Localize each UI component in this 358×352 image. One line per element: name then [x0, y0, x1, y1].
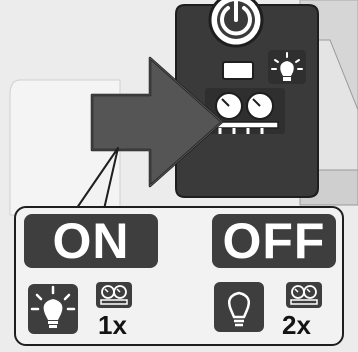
lightbulb-off-icon — [214, 282, 264, 332]
on-label: ON — [24, 214, 158, 268]
gauge-icon-on — [96, 282, 132, 308]
panel-display — [223, 62, 253, 79]
gauge-icon-off — [286, 282, 322, 308]
off-label: OFF — [212, 214, 336, 268]
off-multiplier: 2x — [282, 312, 311, 338]
legend-card: ON OFF — [14, 206, 344, 346]
lightbulb-on-icon — [28, 284, 78, 334]
on-multiplier: 1x — [98, 312, 127, 338]
panel-lightbulb-icon — [268, 50, 306, 84]
power-icon — [210, 0, 262, 46]
